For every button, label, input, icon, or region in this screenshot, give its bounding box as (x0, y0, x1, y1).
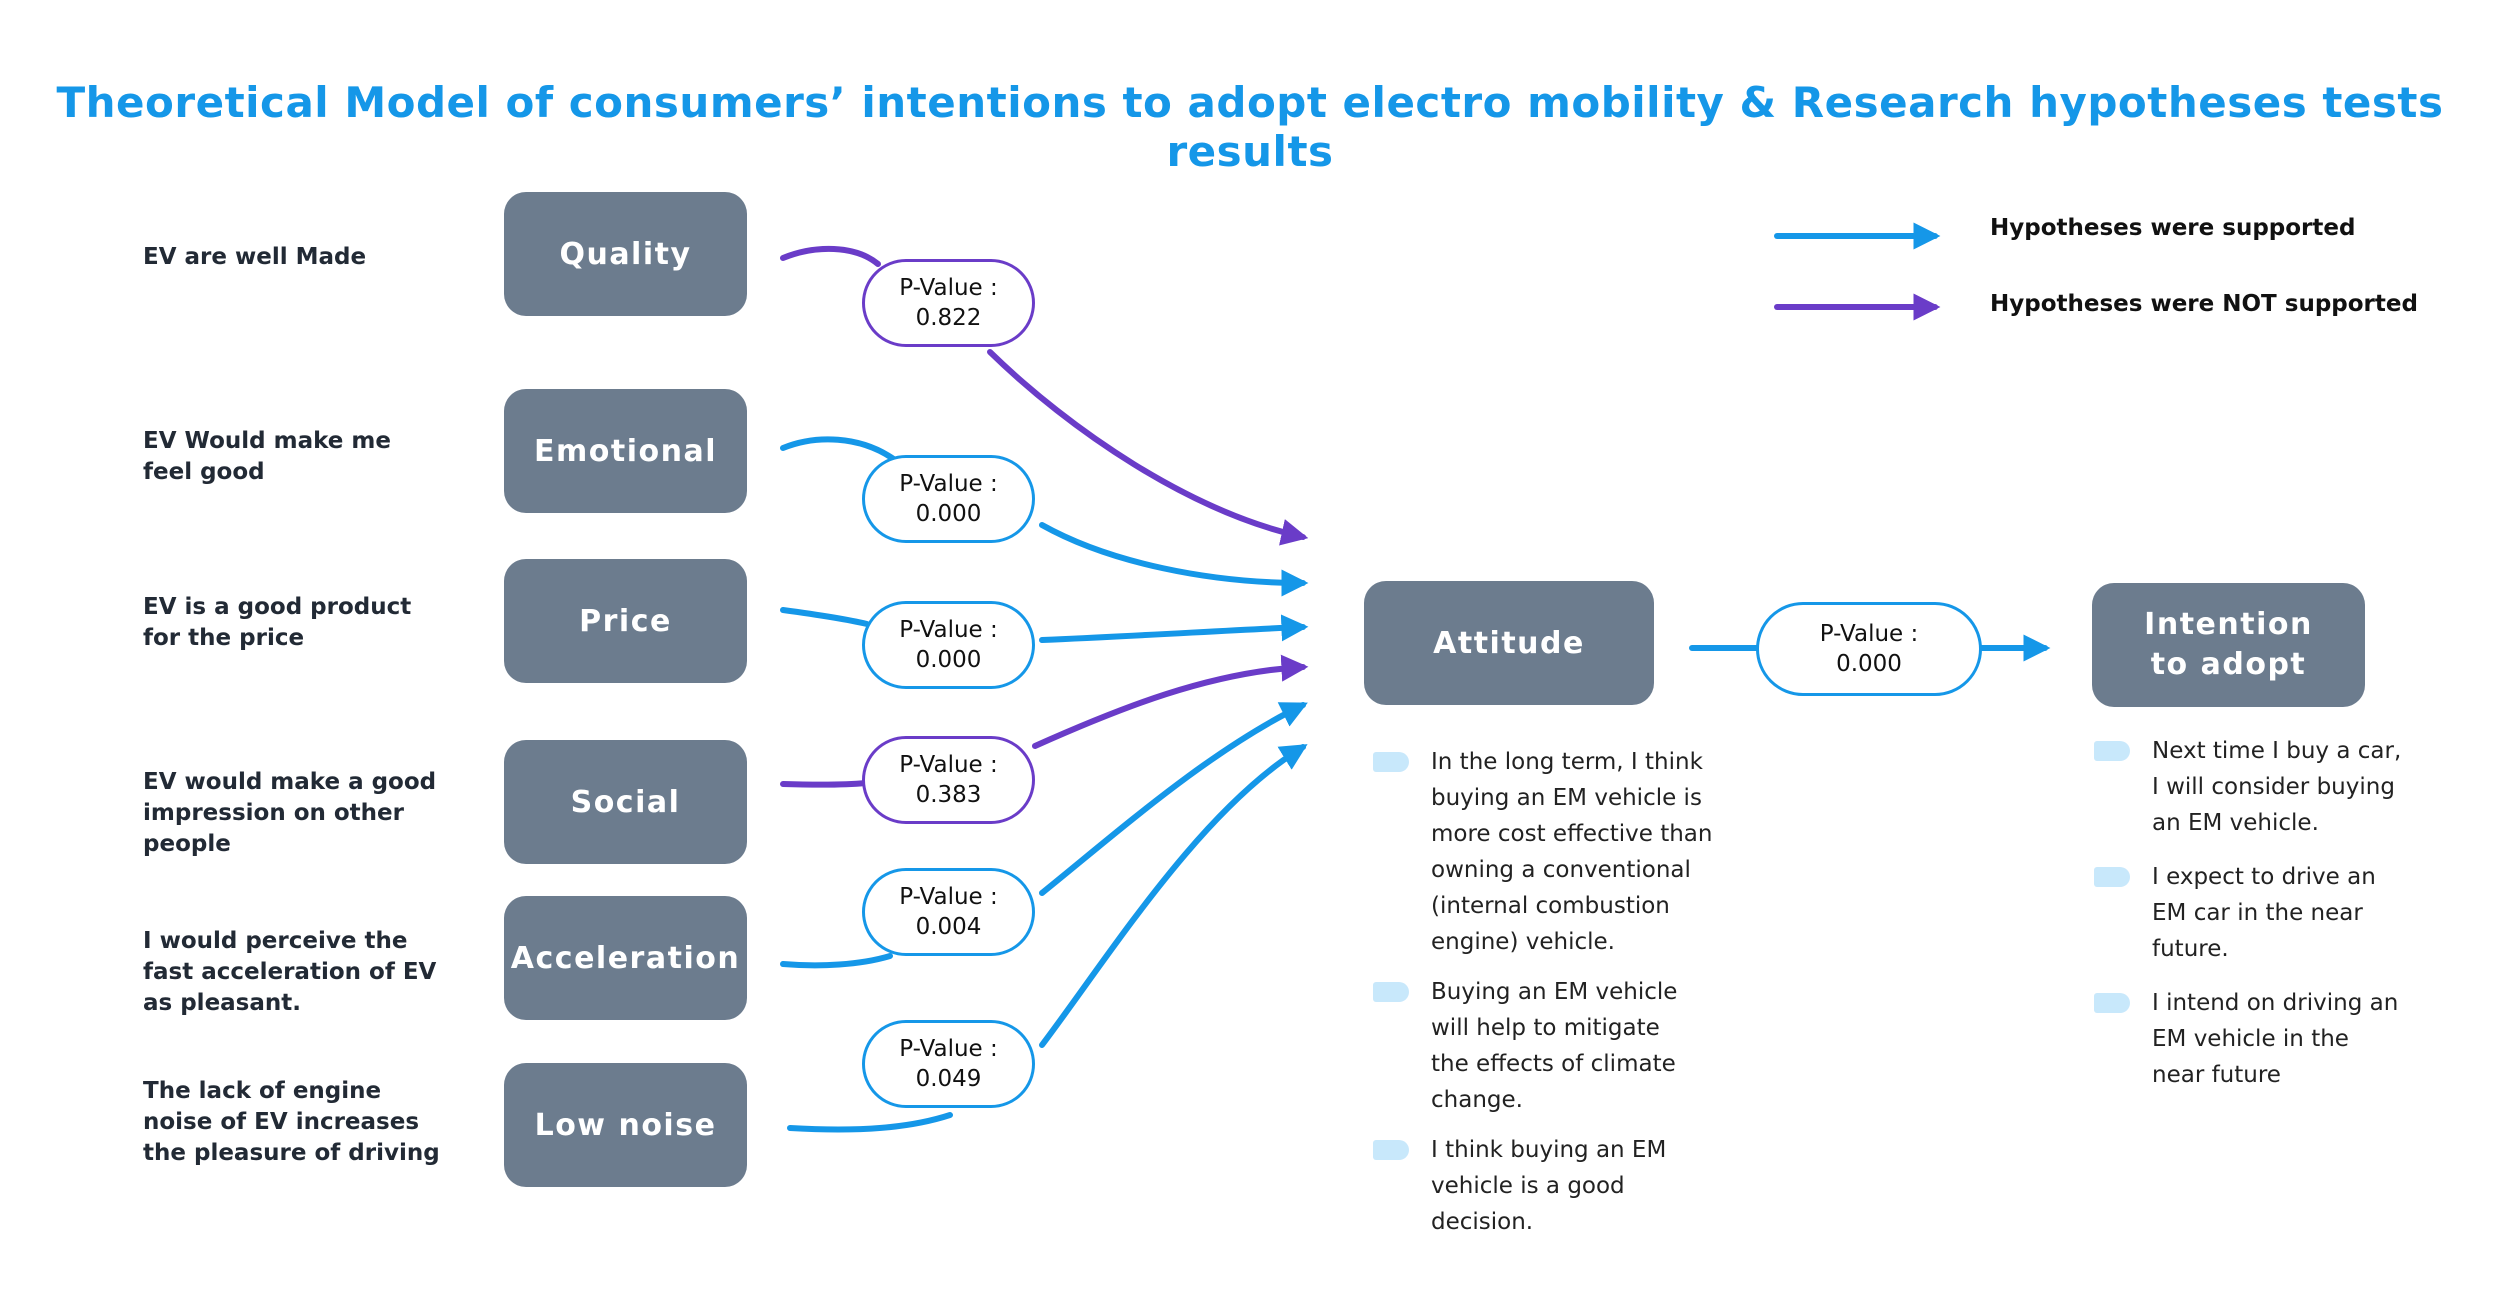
p-value-label: P-Value : (899, 1036, 998, 1062)
p-value-label: P-Value : (899, 617, 998, 643)
emotional-statement: EV Would make me feel good (143, 428, 391, 485)
quality-connector (780, 245, 1303, 537)
bullet-icon (1373, 982, 1409, 1002)
attitude-item-text: In the long term, I think buying an EM v… (1431, 749, 1713, 955)
social-box: Social (504, 740, 747, 864)
price-statement: EV is a good product for the price (143, 594, 412, 651)
low-noise-statement: The lack of engine noise of EV increases… (143, 1078, 440, 1166)
emotional-connector (780, 436, 1303, 583)
intention-box: Intention to adopt (2092, 583, 2365, 707)
price-box: Price (504, 559, 747, 683)
emotional-box: Emotional (504, 389, 747, 513)
attitude-p-value-box: P-Value : 0.000 (1756, 602, 1982, 696)
intention-label: Intention to adopt (2144, 607, 2313, 682)
bullet-icon (2094, 741, 2130, 761)
attitude-box: Attitude (1364, 581, 1654, 705)
p-value-label: P-Value : (899, 884, 998, 910)
low-noise-box: Low noise (504, 1063, 747, 1187)
social-connector (780, 667, 1303, 788)
list-item: In the long term, I think buying an EM v… (1373, 744, 1713, 960)
intention-item-text: Next time I buy a car, I will consider b… (2152, 738, 2402, 836)
low-noise-connector (787, 747, 1303, 1133)
p-value: 0.383 (915, 782, 982, 808)
legend-supported-label: Hypotheses were supported (1990, 215, 2356, 241)
low-noise-p-value-box: P-Value : 0.049 (862, 1020, 1035, 1108)
p-value: 0.049 (915, 1066, 982, 1092)
quality-p-value-box: P-Value : 0.822 (862, 259, 1035, 347)
list-item: I intend on driving an EM vehicle in the… (2094, 985, 2402, 1093)
p-value: 0.000 (915, 647, 982, 673)
p-value-label: P-Value : (1819, 621, 1919, 647)
p-value: 0.000 (1836, 651, 1902, 677)
list-item: I expect to drive an EM car in the near … (2094, 859, 2402, 967)
intention-items: Next time I buy a car, I will consider b… (2094, 733, 2401, 1107)
emotional-p-value-box: P-Value : 0.000 (862, 455, 1035, 543)
acceleration-box: Acceleration (504, 896, 747, 1020)
p-value-label: P-Value : (899, 471, 998, 497)
intention-item-text: I expect to drive an EM car in the near … (2152, 864, 2376, 962)
attitude-item-text: Buying an EM vehicle will help to mitiga… (1431, 979, 1678, 1113)
price-connector (780, 610, 1303, 640)
quality-statement: EV are well Made (143, 244, 367, 270)
social-p-value-box: P-Value : 0.383 (862, 736, 1035, 824)
attitude-items: In the long term, I think buying an EM v… (1373, 744, 1713, 1254)
list-item: I think buying an EM vehicle is a good d… (1373, 1132, 1696, 1240)
page-title: Theoretical Model of consumers’ intentio… (56, 78, 2444, 176)
price-p-value-box: P-Value : 0.000 (862, 601, 1035, 689)
acceleration-connector (780, 705, 1303, 969)
p-value: 0.000 (915, 501, 982, 527)
bullet-icon (1373, 752, 1409, 772)
list-item: Next time I buy a car, I will consider b… (2094, 733, 2402, 841)
bullet-icon (2094, 993, 2130, 1013)
intention-item-text: I intend on driving an EM vehicle in the… (2152, 990, 2399, 1088)
social-statement: EV would make a good impression on other… (143, 769, 437, 857)
acceleration-statement: I would perceive the fast acceleration o… (143, 928, 437, 1016)
legend-not-supported-label: Hypotheses were NOT supported (1990, 291, 2418, 317)
bullet-icon (1373, 1140, 1409, 1160)
p-value-label: P-Value : (899, 275, 998, 301)
quality-box: Quality (504, 192, 747, 316)
attitude-item-text: I think buying an EM vehicle is a good d… (1431, 1137, 1667, 1235)
bullet-icon (2094, 867, 2130, 887)
acceleration-p-value-box: P-Value : 0.004 (862, 868, 1035, 956)
list-item: Buying an EM vehicle will help to mitiga… (1373, 974, 1696, 1118)
p-value-label: P-Value : (899, 752, 998, 778)
p-value: 0.004 (915, 914, 982, 940)
p-value: 0.822 (915, 305, 982, 331)
